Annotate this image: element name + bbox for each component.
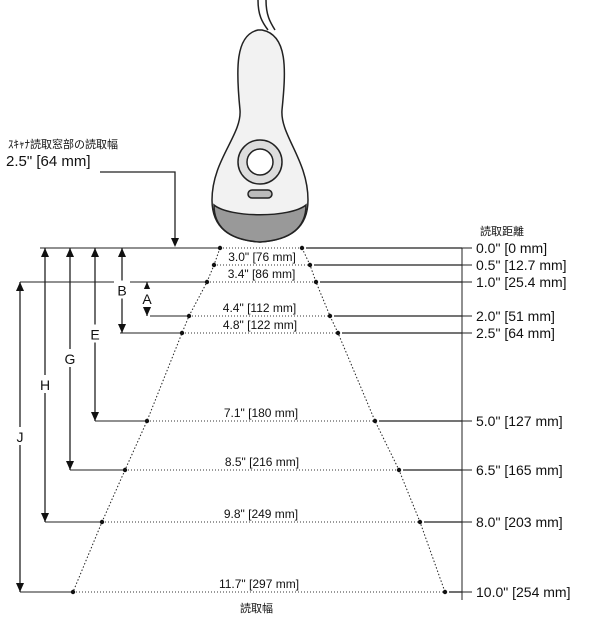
- width-label: 4.4" [112 mm]: [223, 301, 296, 315]
- scanner-window-label: ｽｷｬﾅ読取窓部の読取幅: [8, 137, 118, 151]
- range-label-G: G: [65, 351, 76, 367]
- edge-dot: [204, 279, 210, 285]
- arrowhead: [16, 282, 24, 291]
- arrowhead: [143, 282, 151, 291]
- width-label: 3.4" [86 mm]: [228, 267, 296, 281]
- range-label-A: A: [142, 291, 152, 307]
- width-label: 8.5" [216 mm]: [225, 455, 299, 469]
- arrowhead: [91, 412, 99, 421]
- label-bg: [37, 375, 53, 393]
- edge-dot: [417, 519, 423, 525]
- edge-dot: [144, 418, 150, 424]
- arrowhead: [66, 461, 74, 470]
- range-label-E: E: [90, 327, 99, 343]
- distance-label: 10.0" [254 mm]: [476, 584, 570, 600]
- window-pointer: [100, 171, 176, 244]
- width-heading: 読取幅: [240, 601, 273, 615]
- range-label-J: J: [17, 429, 24, 445]
- arrowhead: [16, 583, 24, 592]
- edge-dot: [70, 589, 76, 595]
- width-label: 4.8" [122 mm]: [223, 318, 297, 332]
- edge-dot: [396, 467, 402, 473]
- label-bg: [87, 324, 103, 343]
- edge-dot: [179, 330, 185, 336]
- arrowhead: [118, 324, 126, 333]
- label-bg: [139, 289, 155, 307]
- distance-label: 6.5" [165 mm]: [476, 462, 563, 478]
- range-label-B: B: [117, 283, 126, 299]
- arrowhead: [171, 238, 179, 247]
- edge-dot: [313, 279, 319, 285]
- edge-dot: [122, 467, 128, 473]
- distance-label: 2.5" [64 mm]: [476, 325, 555, 341]
- distance-label: 8.0" [203 mm]: [476, 514, 563, 530]
- arrowhead: [41, 513, 49, 522]
- edge-dot: [307, 262, 313, 268]
- scanner-window-width: 2.5" [64 mm]: [6, 153, 91, 170]
- distance-label: 2.0" [51 mm]: [476, 308, 555, 324]
- arrowhead: [143, 307, 151, 316]
- edge-dot: [186, 313, 192, 319]
- distance-label: 0.0" [0 mm]: [476, 240, 547, 256]
- arrowhead: [41, 248, 49, 257]
- range-label-H: H: [40, 377, 50, 393]
- width-label: 3.0" [76 mm]: [228, 250, 296, 264]
- edge-dot: [327, 313, 333, 319]
- edge-dot: [442, 589, 448, 595]
- width-label: 9.8" [249 mm]: [224, 507, 298, 521]
- edge-dot: [99, 519, 105, 525]
- arrowhead: [66, 248, 74, 257]
- distance-heading: 読取距離: [480, 224, 524, 238]
- arrowhead: [118, 248, 126, 257]
- arrowhead: [91, 248, 99, 257]
- width-label: 11.7" [297 mm]: [219, 577, 299, 591]
- label-bg: [12, 427, 28, 445]
- width-label: 7.1" [180 mm]: [224, 406, 298, 420]
- edge-dot: [372, 418, 378, 424]
- distance-label: 0.5" [12.7 mm]: [476, 257, 567, 273]
- scanner-illustration: [211, 0, 309, 243]
- distance-label: 1.0" [25.4 mm]: [476, 274, 567, 290]
- edge-dot: [217, 245, 223, 251]
- distance-label: 5.0" [127 mm]: [476, 413, 563, 429]
- edge-dot: [211, 262, 217, 268]
- edge-dot: [299, 245, 305, 251]
- edge-dot: [335, 330, 341, 336]
- label-bg: [114, 280, 130, 299]
- label-bg: [62, 349, 78, 367]
